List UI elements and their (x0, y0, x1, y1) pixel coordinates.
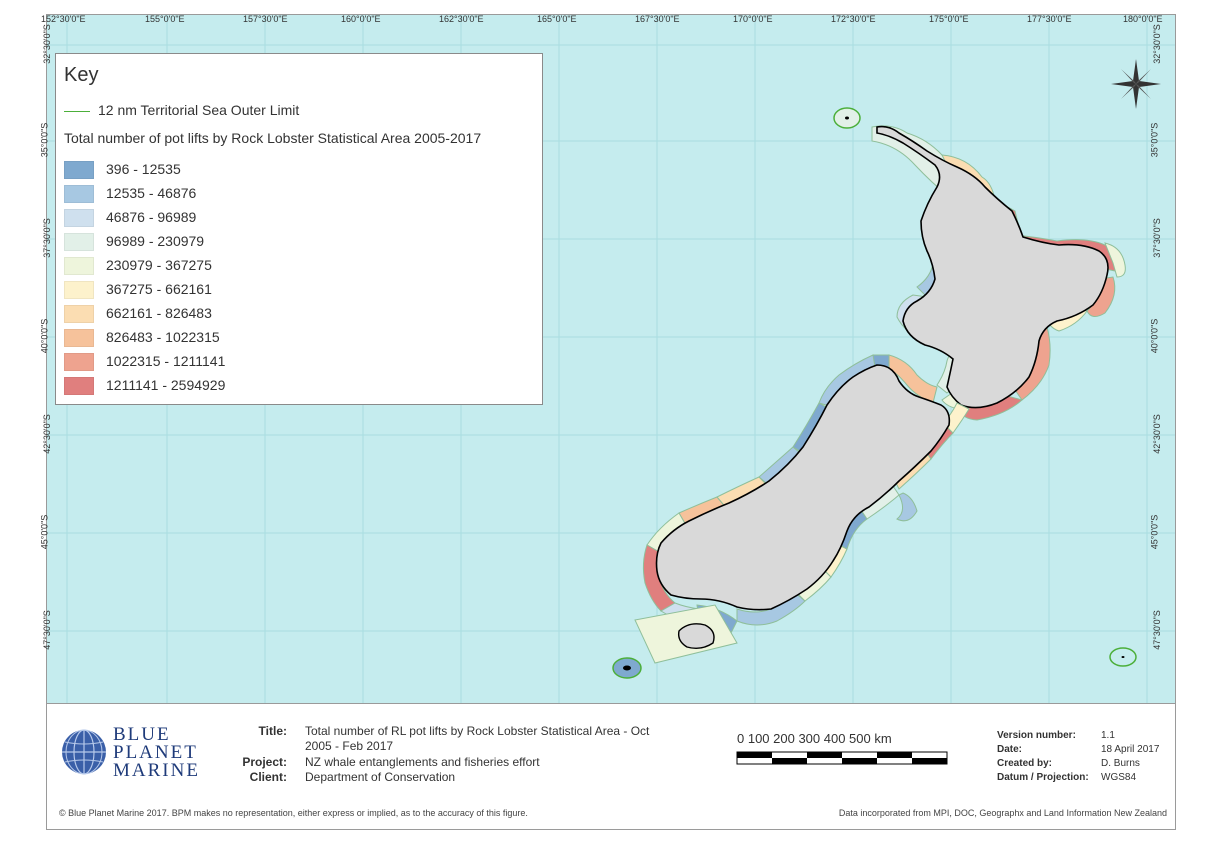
lat-label: 32°30'0"S (1151, 24, 1162, 64)
class-swatch (64, 281, 94, 300)
class-label: 230979 - 367275 (106, 257, 212, 273)
lon-label: 165°0'0"E (537, 14, 577, 24)
stewart-island (677, 623, 715, 650)
meta-value: 18 April 2017 (1101, 744, 1160, 755)
lat-label: 35°0'0"S (39, 122, 50, 158)
class-swatch (64, 233, 94, 252)
data-source-notice: Data incorporated from MPI, DOC, Geograp… (838, 808, 1167, 818)
lon-label: 170°0'0"E (733, 14, 773, 24)
class-label: 826483 - 1022315 (106, 329, 220, 345)
lon-label: 167°30'0"E (635, 14, 680, 24)
lat-label: 35°0'0"S (1149, 122, 1160, 158)
legend-class-row: 1022315 - 1211141 (64, 352, 226, 372)
class-swatch (64, 257, 94, 276)
meta-value: WGS84 (1101, 772, 1137, 783)
project-label: Project: (242, 755, 287, 769)
client-value: Department of Conservation (305, 770, 456, 784)
legend-classes-title: Total number of pot lifts by Rock Lobste… (64, 130, 482, 146)
copyright-notice: © Blue Planet Marine 2017. BPM makes no … (59, 808, 528, 818)
lon-label: 175°0'0"E (929, 14, 969, 24)
class-label: 396 - 12535 (106, 161, 181, 177)
lat-label: 37°30'0"S (41, 218, 52, 258)
class-swatch (64, 377, 94, 396)
legend-class-row: 46876 - 96989 (64, 208, 197, 228)
lat-label: 45°0'0"S (1149, 514, 1160, 550)
legend-class-row: 826483 - 1022315 (64, 328, 220, 348)
meta-key: Datum / Projection: (997, 772, 1089, 783)
title-value-line-1: Total number of RL pot lifts by Rock Lob… (305, 724, 650, 738)
map-footer: BLUE PLANET MARINE Title: Total number o… (47, 704, 1175, 829)
class-swatch (64, 185, 94, 204)
lon-label: 180°0'0"E (1123, 14, 1163, 24)
meta-value: D. Burns (1101, 758, 1140, 769)
outlying-islands (612, 107, 1137, 679)
scale-bar: 0 100 200 300 400 500 km (736, 731, 948, 766)
territorial-limit-swatch (64, 110, 90, 112)
lon-label: 177°30'0"E (1027, 14, 1072, 24)
title-value-line-2: 2005 - Feb 2017 (305, 739, 394, 753)
lon-label: 162°30'0"E (439, 14, 484, 24)
meta-key: Version number: (997, 730, 1076, 741)
legend-class-row: 12535 - 46876 (64, 184, 197, 204)
project-value: NZ whale entanglements and fisheries eff… (305, 755, 540, 769)
scale-numbers: 0 100 200 300 400 500 km (737, 731, 892, 746)
class-label: 46876 - 96989 (106, 209, 197, 225)
legend-class-row: 230979 - 367275 (64, 256, 212, 276)
logo-line: MARINE (113, 760, 200, 781)
map-sheet: 152°30'0"E 155°0'0"E 157°30'0"E 160°0'0"… (39, 14, 1176, 830)
lon-label: 157°30'0"E (243, 14, 288, 24)
logo-line: BLUE (113, 724, 171, 745)
map-legend: Key 12 nm Territorial Sea Outer Limit To… (55, 53, 543, 405)
logo-line: PLANET (113, 742, 198, 763)
lon-label: 155°0'0"E (145, 14, 185, 24)
meta-value: 1.1 (1101, 730, 1115, 741)
graticule (47, 15, 1175, 703)
legend-line-label: 12 nm Territorial Sea Outer Limit (98, 102, 300, 118)
lon-label: 160°0'0"E (341, 14, 381, 24)
map-canvas (47, 15, 1175, 703)
north-island-land (876, 125, 1109, 409)
class-swatch (64, 329, 94, 348)
legend-class-row: 1211141 - 2594929 (64, 376, 226, 396)
legend-class-row: 367275 - 662161 (64, 280, 212, 300)
legend-line-entry: 12 nm Territorial Sea Outer Limit (64, 102, 299, 118)
meta-key: Date: (997, 744, 1023, 755)
lat-label: 32°30'0"S (41, 24, 52, 64)
class-label: 1211141 - 2594929 (106, 377, 226, 393)
lon-label: 152°30'0"E (41, 14, 86, 24)
map-panel: 152°30'0"E 155°0'0"E 157°30'0"E 160°0'0"… (39, 14, 1175, 704)
class-swatch (64, 353, 94, 372)
lon-label: 172°30'0"E (831, 14, 876, 24)
lat-label: 40°0'0"S (39, 318, 50, 354)
lat-label: 47°30'0"S (1151, 610, 1162, 650)
lat-label: 47°30'0"S (41, 610, 52, 650)
class-label: 1022315 - 1211141 (106, 353, 226, 369)
globe-icon (62, 729, 106, 775)
lat-label: 45°0'0"S (39, 514, 50, 550)
meta-key: Created by: (997, 758, 1053, 769)
class-swatch (64, 161, 94, 180)
south-island-land (655, 364, 951, 611)
client-label: Client: (249, 770, 287, 784)
legend-class-row: 96989 - 230979 (64, 232, 205, 252)
class-label: 662161 - 826483 (106, 305, 212, 321)
class-swatch (64, 305, 94, 324)
class-label: 12535 - 46876 (106, 185, 197, 201)
legend-class-row: 396 - 12535 (64, 160, 181, 180)
class-label: 96989 - 230979 (106, 233, 205, 249)
lat-label: 42°30'0"S (1151, 414, 1162, 454)
scale-bar-graphic (736, 751, 948, 765)
title-label: Title: (258, 724, 287, 738)
lat-label: 42°30'0"S (41, 414, 52, 454)
north-arrow-icon (1111, 59, 1161, 109)
lat-label: 37°30'0"S (1151, 218, 1162, 258)
legend-title: Key (64, 64, 99, 86)
class-swatch (64, 209, 94, 228)
lat-label: 40°0'0"S (1149, 318, 1160, 354)
company-logo: BLUE PLANET MARINE (61, 724, 221, 786)
logo-wordmark: BLUE PLANET MARINE (113, 724, 200, 781)
legend-class-row: 662161 - 826483 (64, 304, 212, 324)
class-label: 367275 - 662161 (106, 281, 212, 297)
